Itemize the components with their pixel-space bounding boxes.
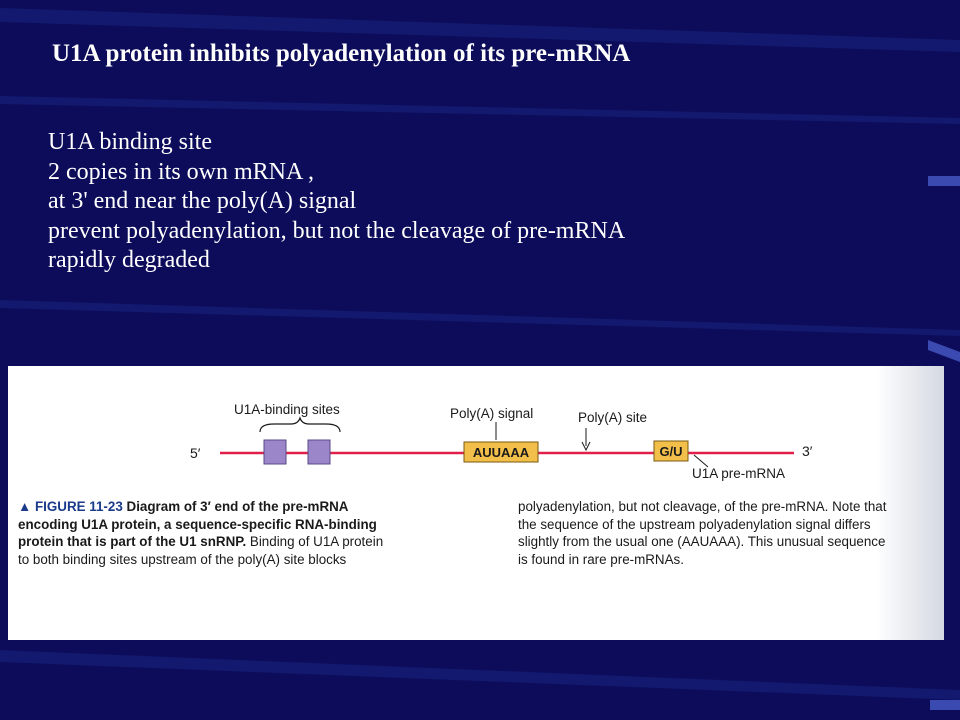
polya-site-label: Poly(A) site xyxy=(578,410,647,425)
page-edge-texture xyxy=(876,366,944,640)
figure-caption-right: polyadenylation, but not cleavage, of th… xyxy=(518,498,886,568)
gu-label: G/U xyxy=(659,444,682,459)
bullet-item: at 3' end near the poly(A) signal xyxy=(48,188,357,214)
figure-caption-left: ▲ FIGURE 11-23 Diagram of 3′ end of the … xyxy=(18,498,383,568)
bullet-item: prevent polyadenylation, but not the cle… xyxy=(48,217,626,244)
caption-line: slightly from the usual one (AAUAAA). Th… xyxy=(518,534,886,550)
caption-line: is found in rare pre-mRNAs. xyxy=(518,551,684,567)
caption-line: to both binding sites upstream of the po… xyxy=(18,551,347,567)
three-prime-label: 3′ xyxy=(802,443,813,459)
binding-sites-brace xyxy=(259,416,341,433)
bullet-item: 2 copies in its own mRNA , xyxy=(48,158,315,185)
polya-site-arrow-head xyxy=(581,441,591,452)
bullet-list: U1A binding site 2 copies in its own mRN… xyxy=(48,128,625,276)
caption-line: encoding U1A protein, a sequence-specifi… xyxy=(18,516,377,532)
gu-box xyxy=(653,440,689,462)
polya-signal-sequence: AUUAAA xyxy=(473,445,530,460)
caption-line: protein that is part of the U1 snRNP. Bi… xyxy=(18,534,384,550)
slide-title: U1A protein inhibits polyadenylation of … xyxy=(52,40,631,67)
premrna-pointer xyxy=(693,454,709,468)
bullet-item: U1A binding site xyxy=(48,129,213,155)
bullet-item: rapidly degraded xyxy=(48,247,210,273)
premrna-label: U1A pre-mRNA xyxy=(692,466,785,481)
five-prime-label: 5′ xyxy=(190,445,201,461)
binding-site-box-2 xyxy=(307,439,331,465)
binding-sites-label: U1A-binding sites xyxy=(234,402,340,417)
caption-line: the sequence of the upstream polyadenyla… xyxy=(518,516,871,532)
caption-line: polyadenylation, but not cleavage, of th… xyxy=(518,499,887,514)
binding-site-box-1 xyxy=(263,439,287,465)
premrna-diagram: U1A-binding sites 5′ 3′ Poly(A) signal A… xyxy=(190,402,813,481)
textbook-figure: U1A-binding sites 5′ 3′ Poly(A) signal A… xyxy=(8,366,944,640)
caption-line: ▲ FIGURE 11-23 Diagram of 3′ end of the … xyxy=(18,499,349,514)
polya-signal-label: Poly(A) signal xyxy=(450,406,533,421)
polya-signal-box xyxy=(463,441,539,463)
